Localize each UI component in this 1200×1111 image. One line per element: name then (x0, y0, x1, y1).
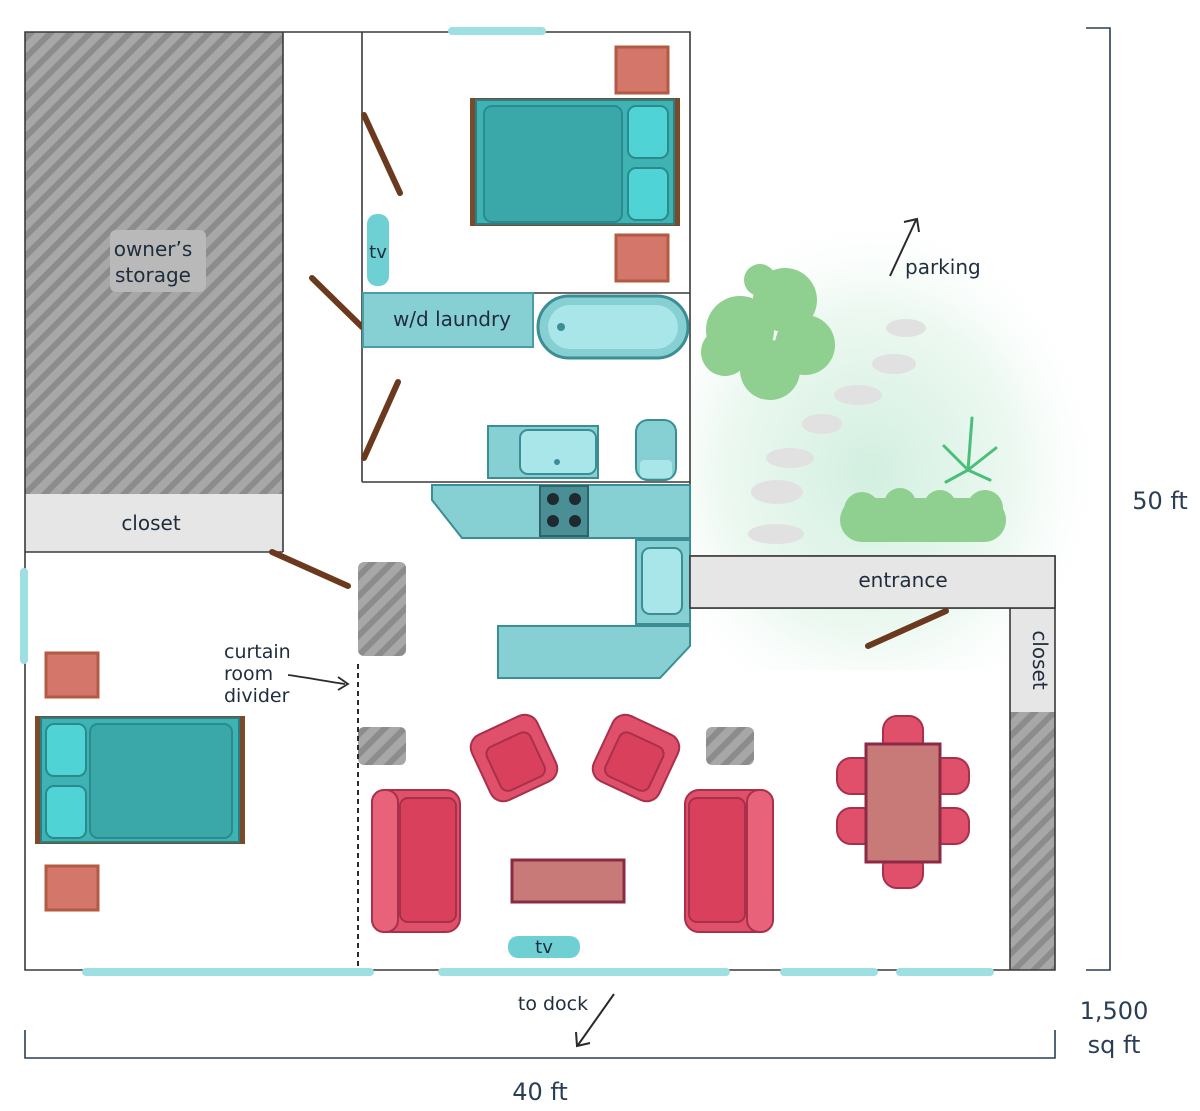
curtain-label-3: divider (224, 685, 290, 707)
bed-icon (35, 716, 245, 844)
coffee-table (510, 858, 626, 904)
curtain-label-2: room (224, 663, 273, 685)
nightstand-icon (614, 45, 670, 95)
kitchen (431, 484, 691, 679)
nightstand-icon (44, 864, 100, 912)
closet-left-label: closet (121, 511, 181, 535)
sofa-icon (371, 789, 461, 933)
closet-right-label: closet (1028, 630, 1052, 690)
pillar (358, 727, 406, 765)
windows (20, 27, 994, 976)
closet-right: closet (1010, 608, 1055, 970)
shrub-icon (701, 264, 835, 400)
toilet-icon (635, 419, 677, 481)
width-dimension: 40 ft (512, 1078, 568, 1106)
parking-label: parking (905, 255, 981, 279)
laundry: w/d laundry (362, 292, 534, 348)
entrance: entrance (689, 555, 1056, 609)
shrub-icon (840, 488, 1006, 542)
armchair-icon (591, 713, 681, 803)
owners-storage-label-2: storage (115, 263, 191, 287)
sink-icon (487, 425, 599, 479)
entrance-label: entrance (858, 568, 947, 592)
tv-bedroom-label: tv (369, 242, 387, 263)
nightstand-icon (614, 233, 670, 283)
tv-bedroom: tv (367, 214, 389, 286)
dimension-lines (24, 27, 1111, 1059)
plant-icon (942, 416, 998, 484)
nightstand-icon (44, 651, 100, 699)
closet-left: closet (25, 494, 283, 552)
bathtub-icon (536, 294, 690, 360)
dining-table-icon (836, 715, 970, 889)
owners-storage-label-1: owner’s (114, 237, 193, 261)
tv-living-label: tv (535, 937, 553, 958)
stove-icon (539, 485, 589, 537)
area-dimension-1: 1,500 (1080, 997, 1149, 1025)
tv-living: tv (508, 936, 580, 958)
pillar (706, 727, 754, 765)
stepping-stones (748, 319, 926, 544)
area-dimension-2: sq ft (1088, 1031, 1141, 1059)
arrow-icon (889, 217, 920, 277)
armchair-icon (469, 713, 559, 803)
height-dimension: 50 ft (1132, 487, 1188, 515)
to-dock-label: to dock (518, 993, 588, 1015)
sink-icon (641, 547, 683, 615)
pillar (358, 562, 406, 656)
curtain-divider: curtain room divider (224, 641, 359, 966)
owners-storage: owner’s storage (25, 32, 283, 494)
laundry-label: w/d laundry (393, 307, 511, 331)
arrow-icon (575, 993, 615, 1048)
sofa-icon (684, 789, 774, 933)
curtain-label-1: curtain (224, 641, 291, 663)
doors (269, 112, 949, 649)
bed-icon (470, 98, 680, 226)
